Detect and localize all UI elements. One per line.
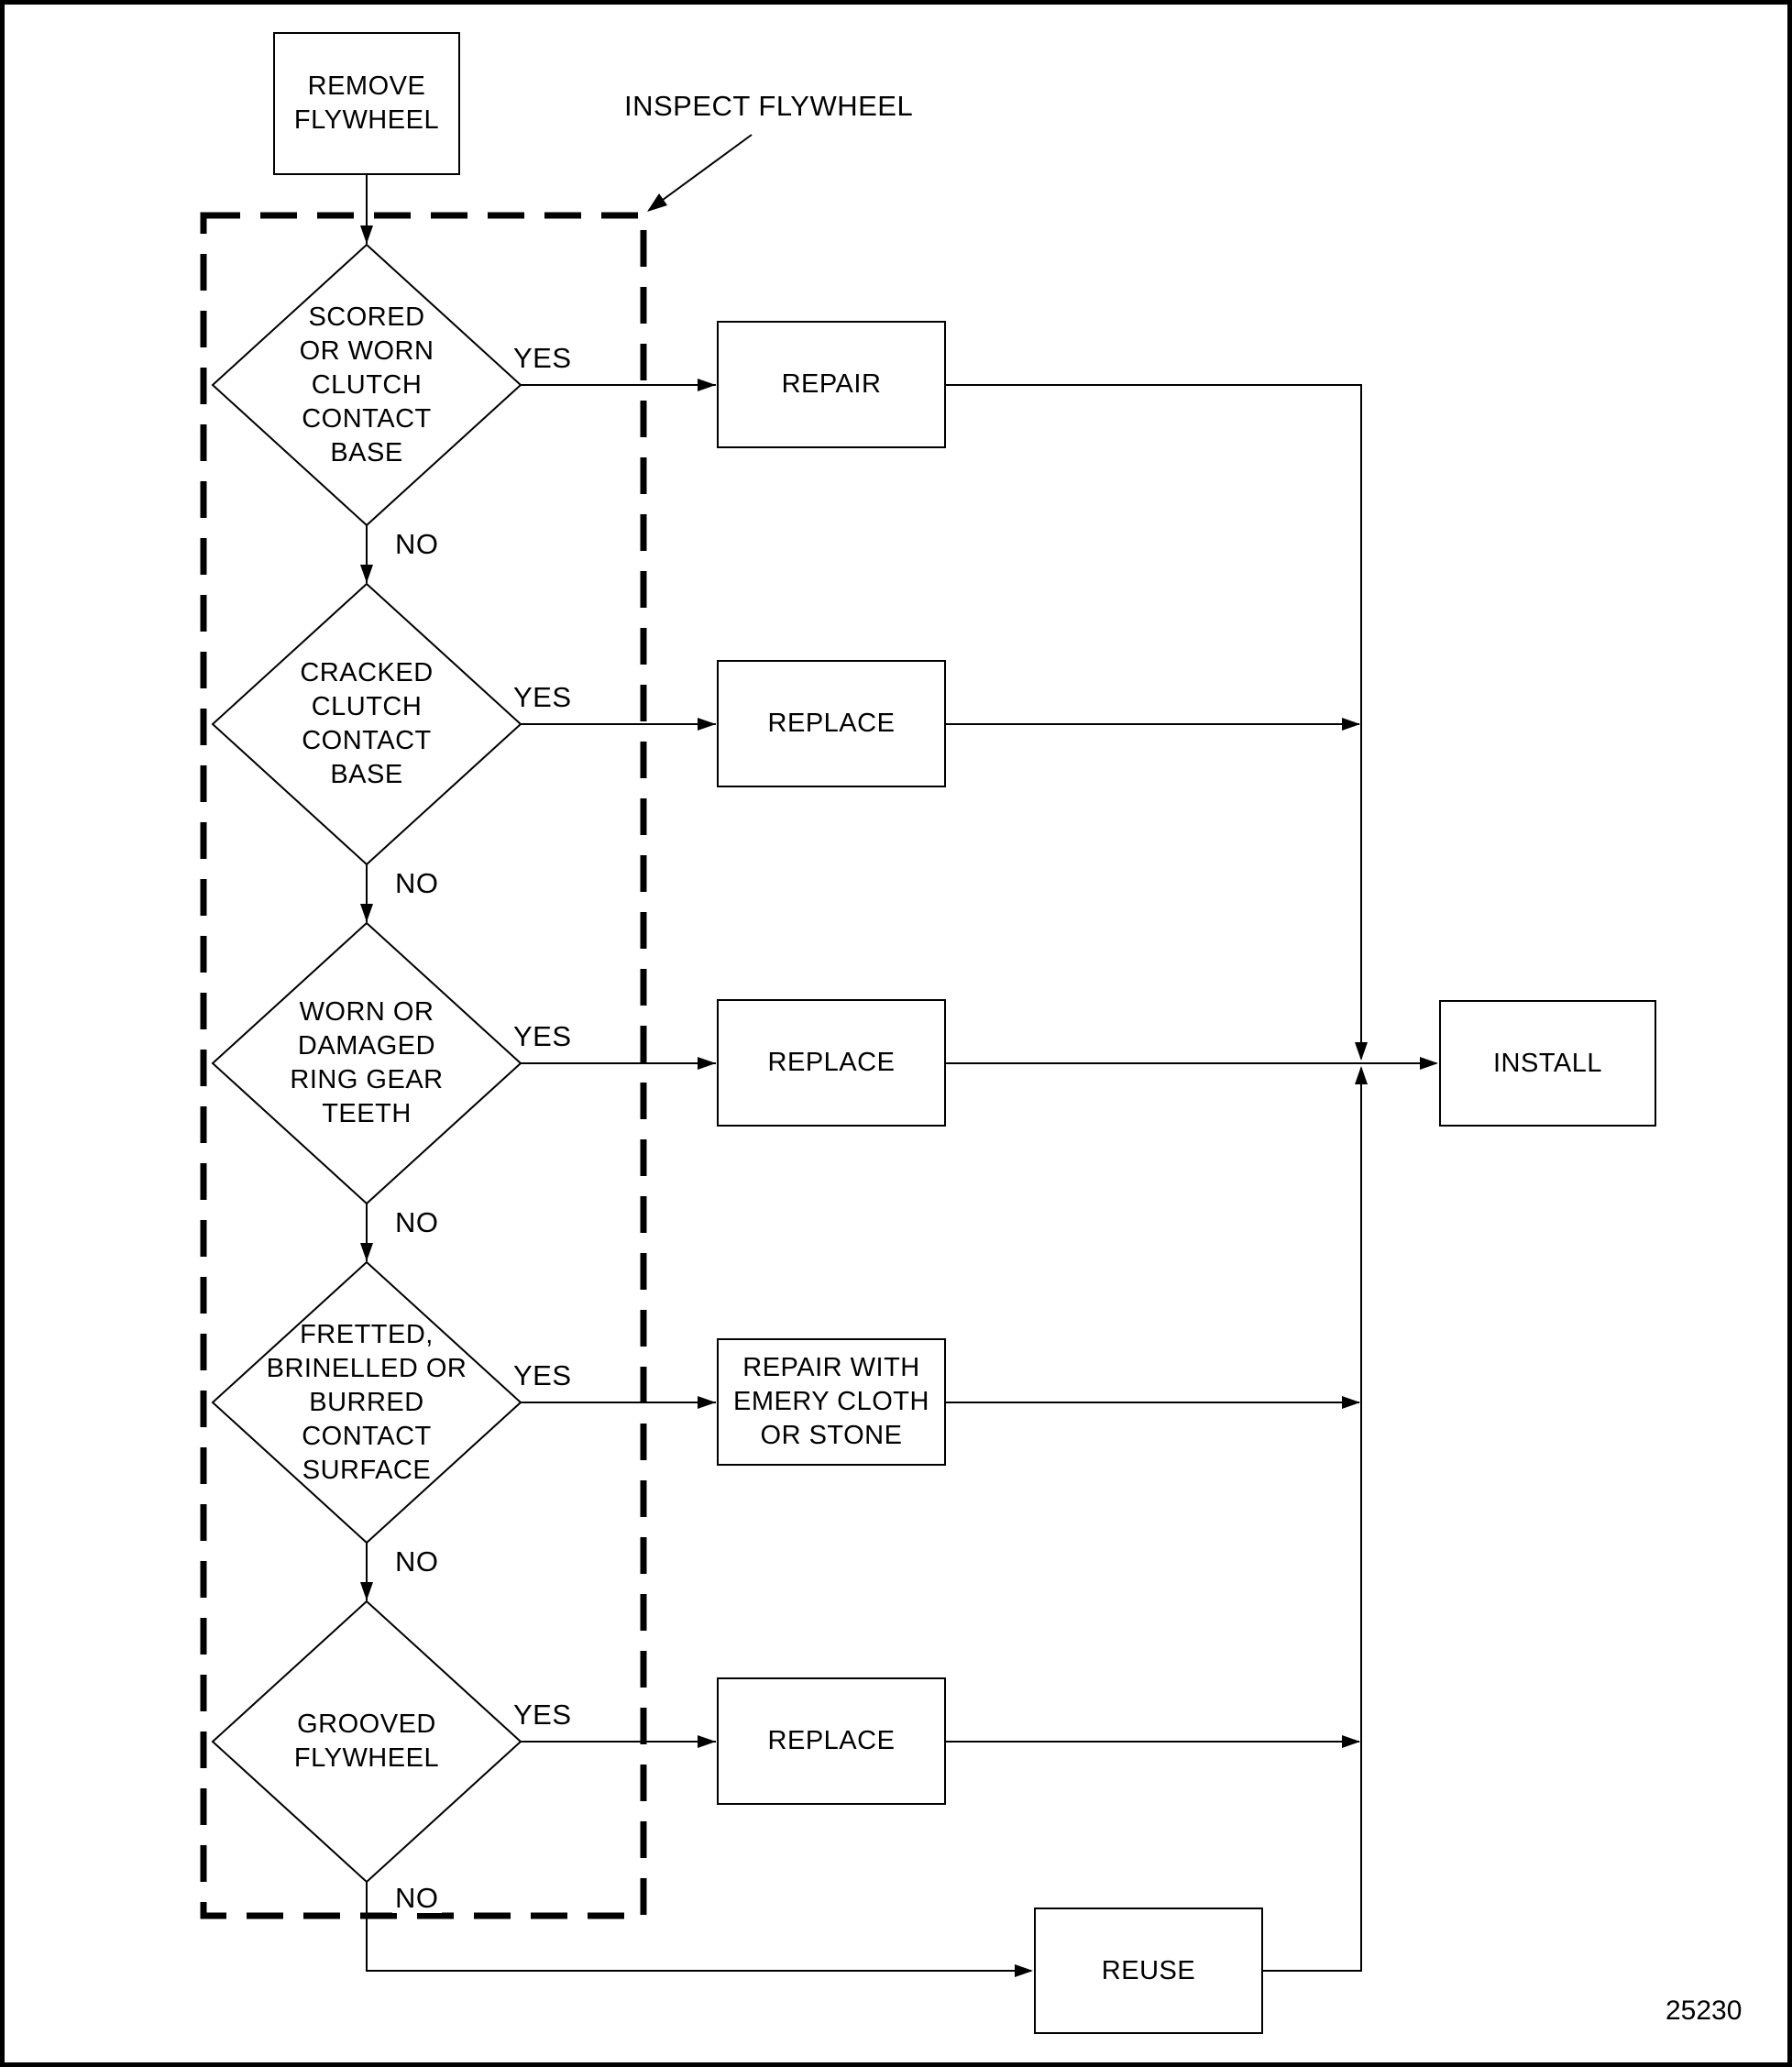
decision-5-diamond <box>211 1600 522 1884</box>
decision-2-yes-label: YES <box>511 683 575 712</box>
connector-lines <box>366 134 1436 1972</box>
decision-4-no-label: NO <box>392 1547 442 1577</box>
decision-1-yes-label: YES <box>511 344 575 373</box>
decision-1-diamond <box>211 243 522 527</box>
inspect-group-dashed-box <box>200 212 647 1919</box>
inspect-group-label: INSPECT FLYWHEEL <box>624 90 914 122</box>
decision-diamonds <box>211 243 522 1884</box>
terminal-node-install: INSTALL <box>1439 1000 1656 1127</box>
decision-3-diamond <box>211 921 522 1205</box>
decision-3-yes-label: YES <box>511 1022 575 1051</box>
action-node-repair-emery: REPAIR WITH EMERY CLOTH OR STONE <box>717 1338 946 1466</box>
decision-3-no-label: NO <box>392 1208 442 1237</box>
terminal-node-reuse: REUSE <box>1034 1908 1263 2034</box>
arrowheads <box>360 193 1438 1977</box>
flow-wires-layer <box>200 134 1438 1977</box>
start-node-remove-flywheel: REMOVE FLYWHEEL <box>273 32 460 175</box>
decision-4-diamond <box>211 1260 522 1545</box>
decision-4-yes-label: YES <box>511 1361 575 1391</box>
action-node-repair: REPAIR <box>717 321 946 448</box>
action-node-replace-1: REPLACE <box>717 660 946 787</box>
figure-number: 25230 <box>1666 1996 1743 2026</box>
action-node-replace-2: REPLACE <box>717 999 946 1127</box>
decision-2-no-label: NO <box>392 869 442 898</box>
action-node-replace-3: REPLACE <box>717 1677 946 1805</box>
decision-2-diamond <box>211 582 522 866</box>
decision-5-yes-label: YES <box>511 1700 575 1730</box>
decision-5-no-label: NO <box>392 1884 442 1913</box>
decision-1-no-label: NO <box>392 530 442 559</box>
